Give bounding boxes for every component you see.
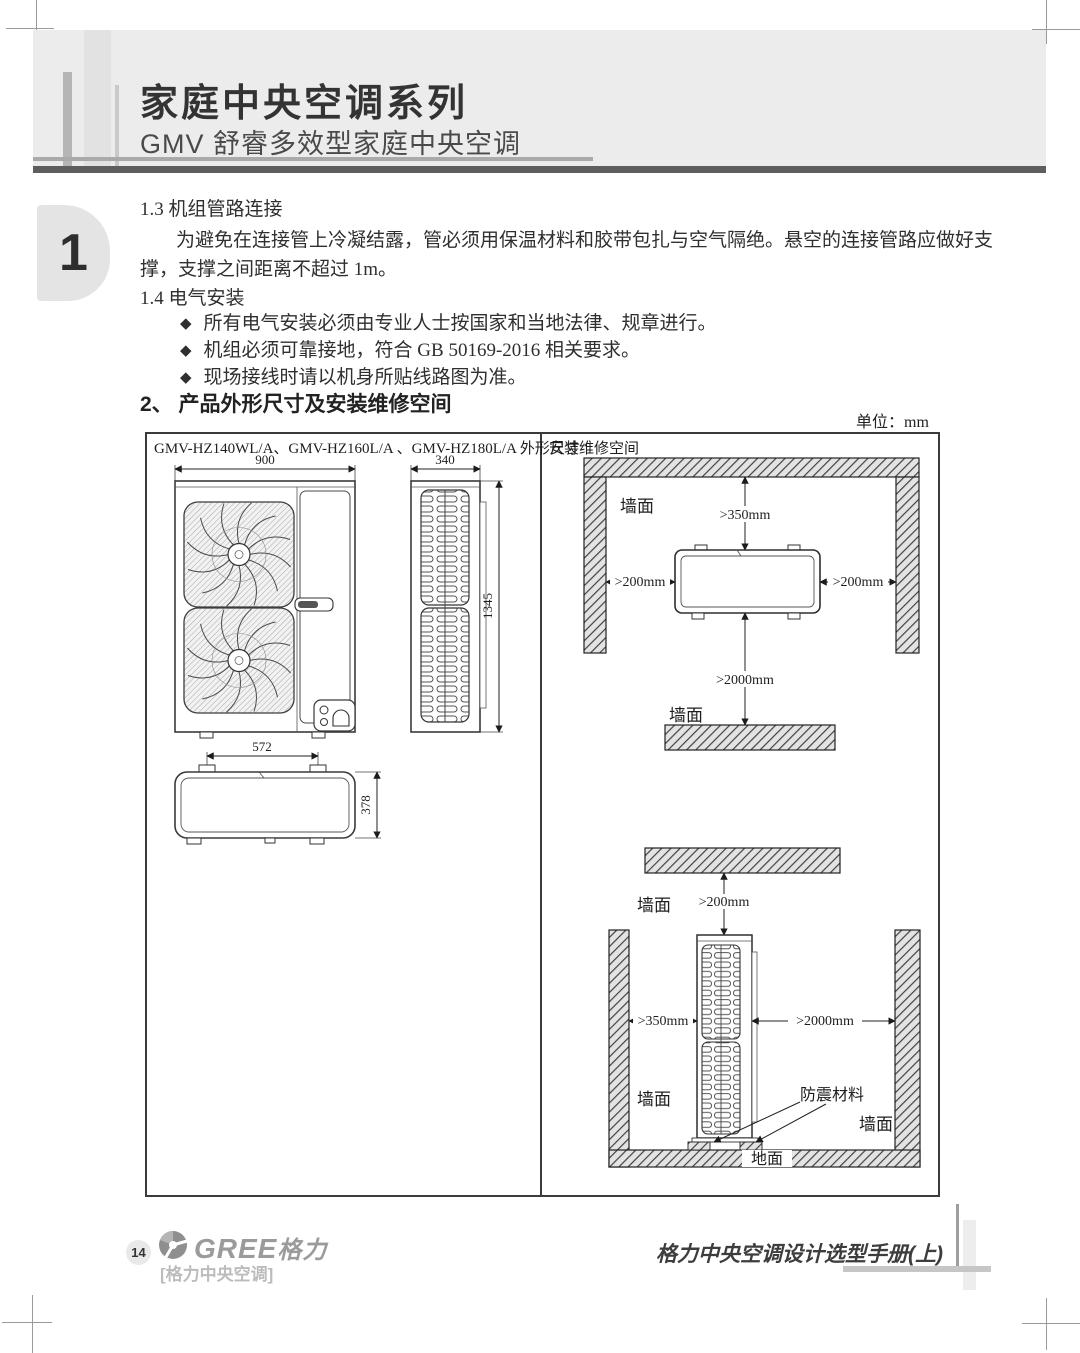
crop-mark-tr-h: [1032, 29, 1080, 30]
gree-pie-logo-icon: [159, 1231, 188, 1259]
footer-deco-vline: [956, 1204, 959, 1272]
header-rule-dark: [33, 166, 1046, 173]
fan-grille-top: [183, 501, 295, 608]
section-1-3-body-line2: 撑，支撑之间距离不超过 1m。: [140, 259, 398, 280]
figure-table: GMV-HZ140WL/A、GMV-HZ160L/A 、GMV-HZ180L/A…: [145, 432, 940, 1197]
bullet-text: 机组必须可靠接地，符合 GB 50169-2016 相关要求。: [203, 340, 641, 361]
crop-mark-tl-h: [6, 28, 54, 29]
figure-cell-service-space: 安装维修空间 墙面 >350mm >200: [540, 434, 938, 1195]
clearance-left: >200mm: [615, 575, 666, 590]
header-deco-bar-1: [63, 72, 72, 168]
brand-subtitle: [格力中央空调]: [160, 1265, 274, 1284]
crop-mark-tr-v: [1046, 0, 1047, 44]
diamond-bullet-icon: ◆: [180, 316, 192, 332]
section-1-4-title: 1.4 电气安装: [140, 288, 245, 309]
wall-front: [664, 724, 836, 751]
wall-label: 墙面: [620, 497, 654, 516]
crop-mark-br-v: [1046, 1298, 1047, 1350]
section-2-title: 2、 产品外形尺寸及安装维修空间: [140, 393, 452, 416]
crop-mark-bl-v: [32, 1295, 33, 1353]
page-subtitle: GMV 舒睿多效型家庭中央空调: [140, 129, 522, 159]
footer-deco-hbar: [843, 1266, 991, 1272]
manual-title: 格力中央空调设计选型手册(上): [656, 1243, 943, 1266]
clearance-side-front: >2000mm: [796, 1014, 854, 1029]
header-rule-light: [33, 157, 593, 161]
clearance-right: >200mm: [833, 575, 884, 590]
dim-side-depth: 340: [435, 452, 455, 467]
dim-front-width: 900: [255, 452, 275, 467]
section-1-3-body-line1: 为避免在连接管上冷凝结露，管必须用保温材料和胶带包扎与空气隔绝。悬空的连接管路应…: [176, 230, 994, 251]
outline-dimension-drawing: 900: [174, 452, 503, 845]
dim-top-depth: 378: [358, 795, 373, 815]
bullet-text: 现场接线时请以机身所贴线路图为准。: [203, 367, 527, 388]
figure-cell-dimensions: GMV-HZ140WL/A、GMV-HZ160L/A 、GMV-HZ180L/A…: [147, 434, 580, 1195]
figure-right-title: 安装维修空间: [549, 441, 640, 457]
vibration-pad-left: [687, 1141, 711, 1151]
clearance-front: >2000mm: [716, 673, 774, 688]
crop-mark-bl-h: [2, 1322, 52, 1323]
valve-box: [313, 699, 356, 732]
wall-left: [583, 476, 607, 654]
bullet-item-3: ◆ 现场接线时请以机身所贴线路图为准。: [180, 362, 527, 389]
wall-top: [583, 457, 920, 478]
chapter-tab: 1: [37, 205, 110, 301]
diamond-bullet-icon: ◆: [180, 370, 192, 386]
wall-side-left: [608, 929, 630, 1168]
dim-height: 1345: [480, 593, 495, 619]
wall-label: 墙面: [669, 706, 703, 725]
wall-above: [644, 847, 841, 874]
wall-label: 墙面: [637, 1090, 671, 1109]
page-number-badge: 14: [126, 1240, 151, 1265]
dim-top-width: 572: [252, 739, 272, 754]
unit-plan-view: [674, 544, 821, 620]
diamond-bullet-icon: ◆: [180, 343, 192, 359]
header-band: 家庭中央空调系列 GMV 舒睿多效型家庭中央空调: [33, 30, 1046, 173]
footer-deco-light-bar: [963, 1220, 976, 1290]
section-1-3-title: 1.3 机组管路连接: [140, 199, 283, 220]
clearance-back: >350mm: [720, 508, 771, 523]
bullet-item-1: ◆ 所有电气安装必须由专业人士按国家和当地法律、规章进行。: [180, 308, 717, 335]
vibration-material-label: 防震材料: [800, 1086, 864, 1104]
figure-left-title: GMV-HZ140WL/A、GMV-HZ160L/A 、GMV-HZ180L/A…: [154, 441, 580, 457]
header-deco-bar-2: [84, 30, 111, 168]
unit-note: 单位：mm: [856, 414, 929, 431]
crop-mark-tl-v: [36, 0, 37, 58]
wall-right: [895, 476, 920, 654]
clearance-above: >200mm: [699, 895, 750, 910]
wall-label: 墙面: [637, 896, 671, 915]
service-space-drawing: 墙面 >350mm >200mm >200mm: [583, 457, 921, 1168]
bullet-item-2: ◆ 机组必须可靠接地，符合 GB 50169-2016 相关要求。: [180, 335, 640, 362]
clearance-side-left: >350mm: [638, 1014, 689, 1029]
brand-name: GREE格力: [194, 1230, 327, 1265]
fan-grille-bottom: [183, 607, 295, 714]
ground-label: 地面: [751, 1150, 783, 1168]
brand-script-text: 格力: [277, 1237, 328, 1264]
wall-side-right: [894, 929, 921, 1168]
bullet-text: 所有电气安装必须由专业人士按国家和当地法律、规章进行。: [203, 313, 717, 334]
wall-label: 墙面: [859, 1115, 893, 1134]
brand-gree-text: GREE: [194, 1233, 278, 1264]
crop-mark-br-h: [1022, 1323, 1080, 1324]
header-deco-bar-3: [115, 85, 119, 168]
unit-elevation-view: [687, 934, 763, 1151]
page-title: 家庭中央空调系列: [140, 83, 469, 125]
vibration-pad-right: [739, 1141, 763, 1151]
